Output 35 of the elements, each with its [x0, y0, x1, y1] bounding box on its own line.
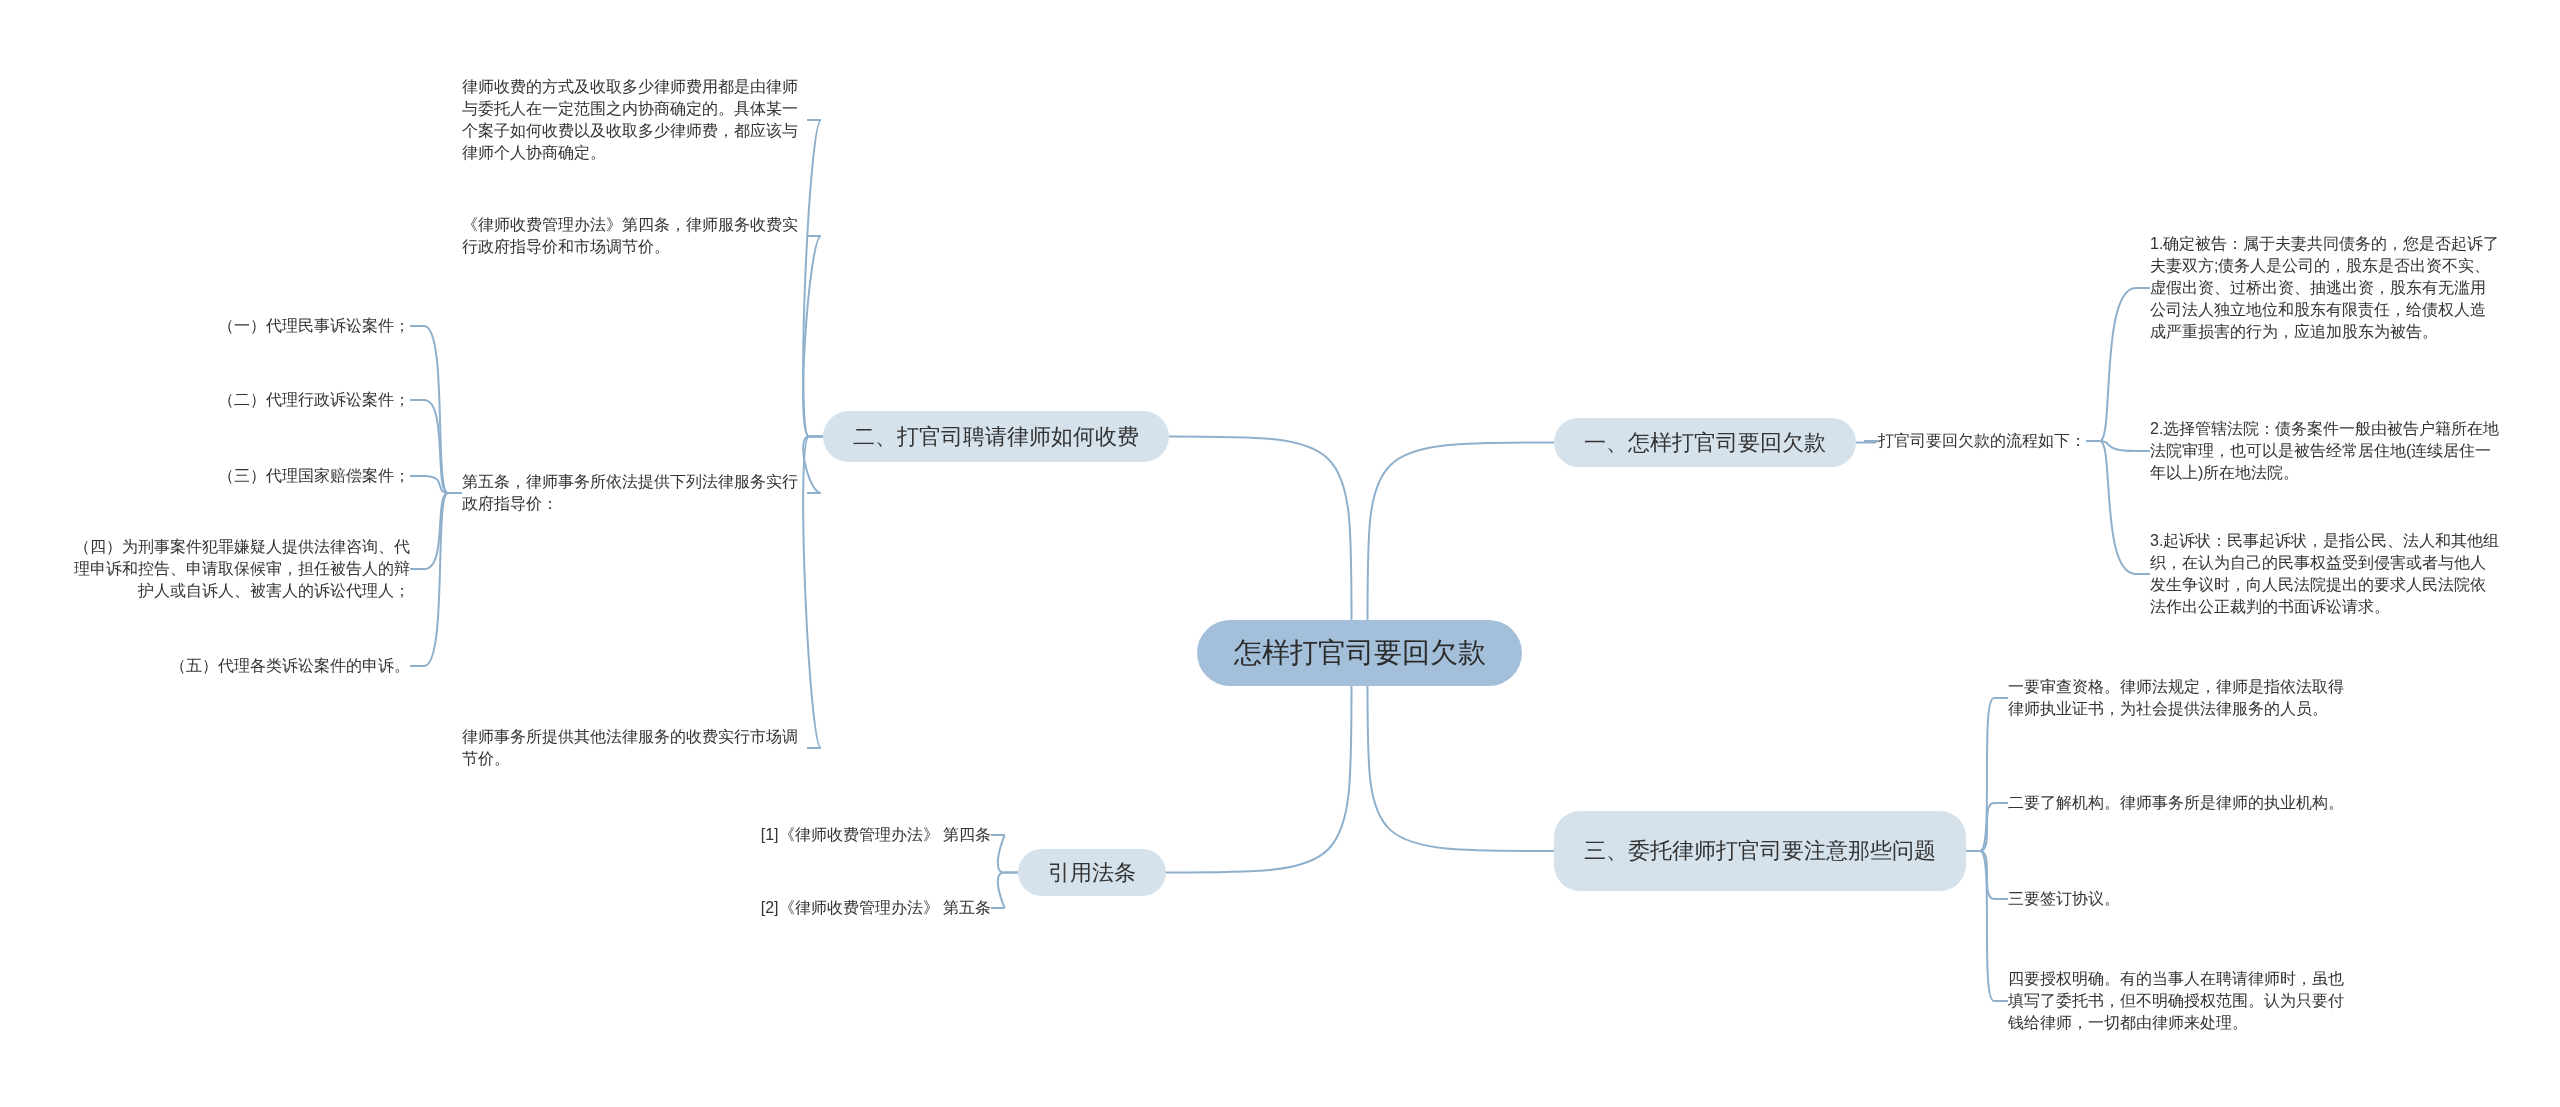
subtopic-text: （四）为刑事案件犯罪嫌疑人提供法律咨询、代理申诉和控告、申请取保候审，担任被告人的辩护人或自诉人、被害人的诉讼代理人； [70, 536, 410, 602]
subtopic-text: 打官司要回欠款的流程如下： [1878, 430, 2086, 452]
connector-line [1168, 435, 1353, 621]
subtopic-text: 2.选择管辖法院：债务案件一般由被告户籍所在地法院审理，也可以是被告经常居住地(连续居住一年以上)所在地法院。 [2150, 418, 2500, 484]
subtopic-text: （三）代理国家赔偿案件； [218, 465, 410, 487]
subtopic-text: [2]《律师收费管理办法》 第五条 [760, 897, 991, 919]
connector-line [2085, 440, 2151, 575]
subtopic-text: 一要审查资格。律师法规定，律师是指依法取得律师执业证书，为社会提供法律服务的人员。 [2008, 676, 2353, 720]
subtopic-text: 三要签订协议。 [2008, 888, 2353, 910]
connector-line [802, 435, 824, 494]
subtopic-text: （一）代理民事诉讼案件； [218, 315, 410, 337]
subtopic-text: （五）代理各类诉讼案件的申诉。 [170, 655, 410, 677]
branch-topic: 三、委托律师打官司要注意那些问题 [1554, 811, 1966, 891]
subtopic-text: 1.确定被告：属于夫妻共同债务的，您是否起诉了夫妻双方;债务人是公司的，股东是否出资不实、虚假出资、过桥出资、抽逃出资，股东有无滥用公司法人独立地位和股东有限责任，给债权人造成严重损害的行为，应追加股东为被告。 [2150, 233, 2500, 343]
connector-line [1366, 441, 1555, 621]
branch-topic: 二、打官司聘请律师如何收费 [823, 411, 1169, 462]
connector-line [802, 235, 824, 438]
connector-line [1855, 440, 1879, 444]
subtopic-text: 3.起诉状：民事起诉状，是指公民、法人和其他组织，在认为自己的民事权益受到侵害或者与他人发生争议时，向人民法院提出的要求人民法院依法作出公正裁判的书面诉讼请求。 [2150, 530, 2500, 618]
connector-line [1366, 685, 1555, 852]
branch-topic: 一、怎样打官司要回欠款 [1554, 418, 1856, 467]
subtopic-text: 《律师收费管理办法》第四条，律师服务收费实行政府指导价和市场调节价。 [462, 214, 807, 258]
subtopic-text: [1]《律师收费管理办法》 第四条 [760, 824, 991, 846]
connector-line [990, 871, 1019, 909]
subtopic-text: 第五条，律师事务所依法提供下列法律服务实行政府指导价： [462, 471, 807, 515]
connector-line [802, 435, 824, 749]
connector-line [409, 492, 463, 667]
branch-topic: 引用法条 [1018, 849, 1166, 896]
central-topic: 怎样打官司要回欠款 [1197, 620, 1522, 686]
subtopic-text: 律师收费的方式及收取多少律师费用都是由律师与委托人在一定范围之内协商确定的。具体某一个案子如何收费以及收取多少律师费，都应该与律师个人协商确定。 [462, 76, 807, 164]
connector-line [1165, 685, 1353, 874]
subtopic-text: 律师事务所提供其他法律服务的收费实行市场调节价。 [462, 726, 807, 770]
subtopic-text: 二要了解机构。律师事务所是律师的执业机构。 [2008, 792, 2353, 814]
subtopic-text: 四要授权明确。有的当事人在聘请律师时，虽也填写了委托书，但不明确授权范围。认为只要付钱给律师，一切都由律师来处理。 [2008, 968, 2353, 1034]
subtopic-text: （二）代理行政诉讼案件； [218, 389, 410, 411]
